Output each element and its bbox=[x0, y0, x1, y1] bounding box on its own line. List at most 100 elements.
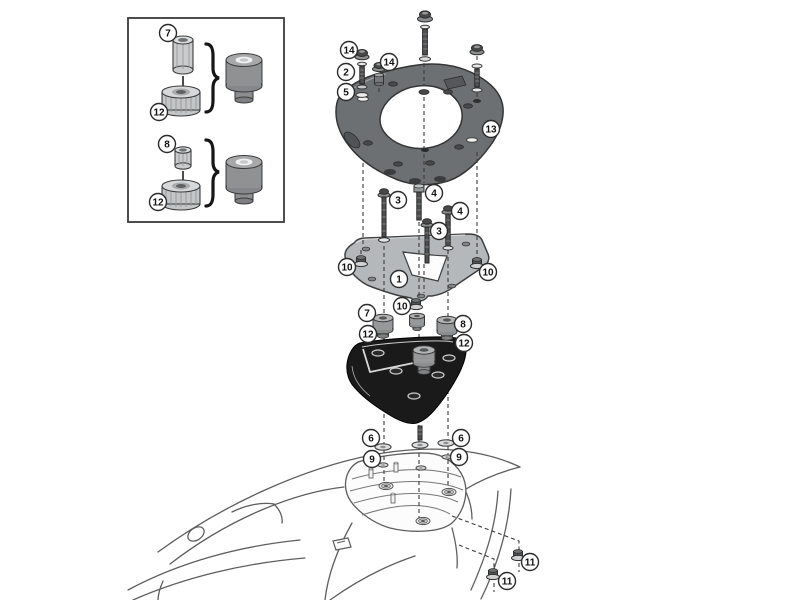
callout-label: 10 bbox=[396, 302, 408, 313]
callout-label: 4 bbox=[431, 189, 437, 200]
seat-latch-detail bbox=[332, 537, 352, 551]
callout-5: 5 bbox=[336, 82, 356, 102]
standoff-center bbox=[413, 183, 425, 221]
callout-1: 1 bbox=[389, 269, 409, 289]
callout-8-damper: 8 bbox=[453, 314, 473, 334]
bracket-tab bbox=[443, 75, 467, 90]
base-plate bbox=[346, 336, 467, 424]
callout-label: 1 bbox=[396, 275, 402, 286]
inset-brace-top bbox=[204, 42, 220, 114]
callout-6-right: 6 bbox=[451, 428, 471, 448]
bracket-foot bbox=[384, 169, 396, 175]
inset-brace-bottom bbox=[204, 138, 220, 208]
callout-14-left: 14 bbox=[339, 40, 359, 60]
callout-10-right: 10 bbox=[478, 262, 498, 282]
inset-detail-box bbox=[127, 17, 285, 223]
screw-top-left bbox=[354, 49, 370, 98]
callouts: 7 12 8 12 14 2 5 14 13 3 4 4 3 10 1 10 1… bbox=[148, 23, 540, 591]
callout-label: 7 bbox=[364, 309, 370, 320]
flange-nut-center bbox=[409, 298, 423, 311]
callout-label: 6 bbox=[458, 434, 464, 445]
callout-label: 10 bbox=[341, 263, 353, 274]
callout-label: 9 bbox=[456, 453, 462, 464]
rack-mount-boss bbox=[441, 487, 457, 497]
washer-large-left bbox=[374, 443, 392, 451]
adapter-plate bbox=[344, 233, 490, 302]
washer-large-right bbox=[437, 439, 455, 447]
base-plate-stud bbox=[417, 425, 423, 441]
callout-11-upper: 11 bbox=[520, 552, 540, 572]
callout-label: 12 bbox=[458, 339, 470, 350]
callout-11-lower: 11 bbox=[497, 571, 517, 591]
damper-on-base-plate bbox=[412, 345, 436, 375]
callout-12-damper-right: 12 bbox=[454, 333, 474, 353]
callout-label: 12 bbox=[362, 330, 374, 341]
callout-label: 12 bbox=[153, 108, 165, 119]
flange-nut-bottom-b bbox=[486, 568, 500, 581]
callout-14-right: 14 bbox=[379, 52, 399, 72]
damper-right bbox=[436, 315, 458, 341]
screw-top-center bbox=[417, 10, 433, 62]
bracket-slot bbox=[343, 131, 361, 149]
callout-label: 13 bbox=[485, 125, 497, 136]
callout-2: 2 bbox=[336, 62, 356, 82]
washer-small-left bbox=[377, 462, 389, 468]
base-plate-hole bbox=[371, 349, 456, 400]
callout-label: 3 bbox=[395, 196, 401, 207]
callout-3-center: 3 bbox=[429, 221, 449, 241]
callout-label: 4 bbox=[457, 207, 463, 218]
callout-label: 14 bbox=[343, 46, 355, 57]
washer-large-middle bbox=[411, 441, 429, 449]
callout-label: 11 bbox=[525, 558, 536, 569]
screw-long-left bbox=[377, 188, 391, 243]
callout-label: 14 bbox=[383, 58, 395, 69]
flange-nut-left bbox=[354, 255, 368, 268]
bracket-foot bbox=[434, 176, 446, 182]
callout-3-left: 3 bbox=[388, 190, 408, 210]
screw-long-center bbox=[420, 218, 434, 264]
plate-cutout bbox=[402, 251, 448, 282]
callout-label: 12 bbox=[152, 198, 164, 209]
callout-label: 10 bbox=[482, 268, 494, 279]
callout-6-left: 6 bbox=[361, 428, 381, 448]
callout-12-inset-top: 12 bbox=[149, 102, 169, 122]
damper-middle-small bbox=[409, 312, 425, 331]
damper-left bbox=[372, 313, 394, 339]
rack-mount-boss bbox=[378, 481, 394, 491]
callout-label: 8 bbox=[164, 140, 170, 151]
callout-12-inset-bottom: 12 bbox=[148, 192, 168, 212]
rack-platform bbox=[344, 452, 467, 532]
inset-knurled-nut-bottom bbox=[161, 179, 201, 211]
callout-10-center: 10 bbox=[392, 296, 412, 316]
callout-label: 6 bbox=[368, 434, 374, 445]
inset-assembled-damper-bottom bbox=[225, 155, 263, 205]
callout-10-left: 10 bbox=[337, 257, 357, 277]
callout-4-top: 4 bbox=[424, 183, 444, 203]
callout-label: 11 bbox=[502, 577, 513, 588]
rack-mount-boss bbox=[415, 516, 431, 526]
callout-9-left: 9 bbox=[362, 449, 382, 469]
callout-label: 8 bbox=[460, 320, 466, 331]
inset-spacer-tall bbox=[172, 35, 194, 75]
callout-13: 13 bbox=[481, 119, 501, 139]
screw-top-right bbox=[469, 44, 485, 93]
inset-spacer-short bbox=[174, 146, 192, 170]
bracket-foot bbox=[409, 178, 421, 184]
inset-assembled-damper-top bbox=[225, 53, 263, 104]
callout-8-inset: 8 bbox=[157, 134, 177, 154]
callout-12-damper-left: 12 bbox=[358, 324, 378, 344]
callout-label: 3 bbox=[436, 227, 442, 238]
callout-label: 9 bbox=[369, 455, 375, 466]
washer-small-middle bbox=[415, 465, 427, 471]
flange-nut-right bbox=[470, 257, 484, 270]
callout-7-damper: 7 bbox=[357, 303, 377, 323]
plate-hole bbox=[361, 241, 471, 299]
callout-7-inset: 7 bbox=[158, 23, 178, 43]
rack-pin bbox=[368, 461, 399, 504]
scooter-tail-outline bbox=[127, 448, 521, 600]
callout-label: 7 bbox=[165, 29, 171, 40]
callout-label: 2 bbox=[343, 68, 349, 79]
grab-rail-hole bbox=[187, 526, 205, 542]
